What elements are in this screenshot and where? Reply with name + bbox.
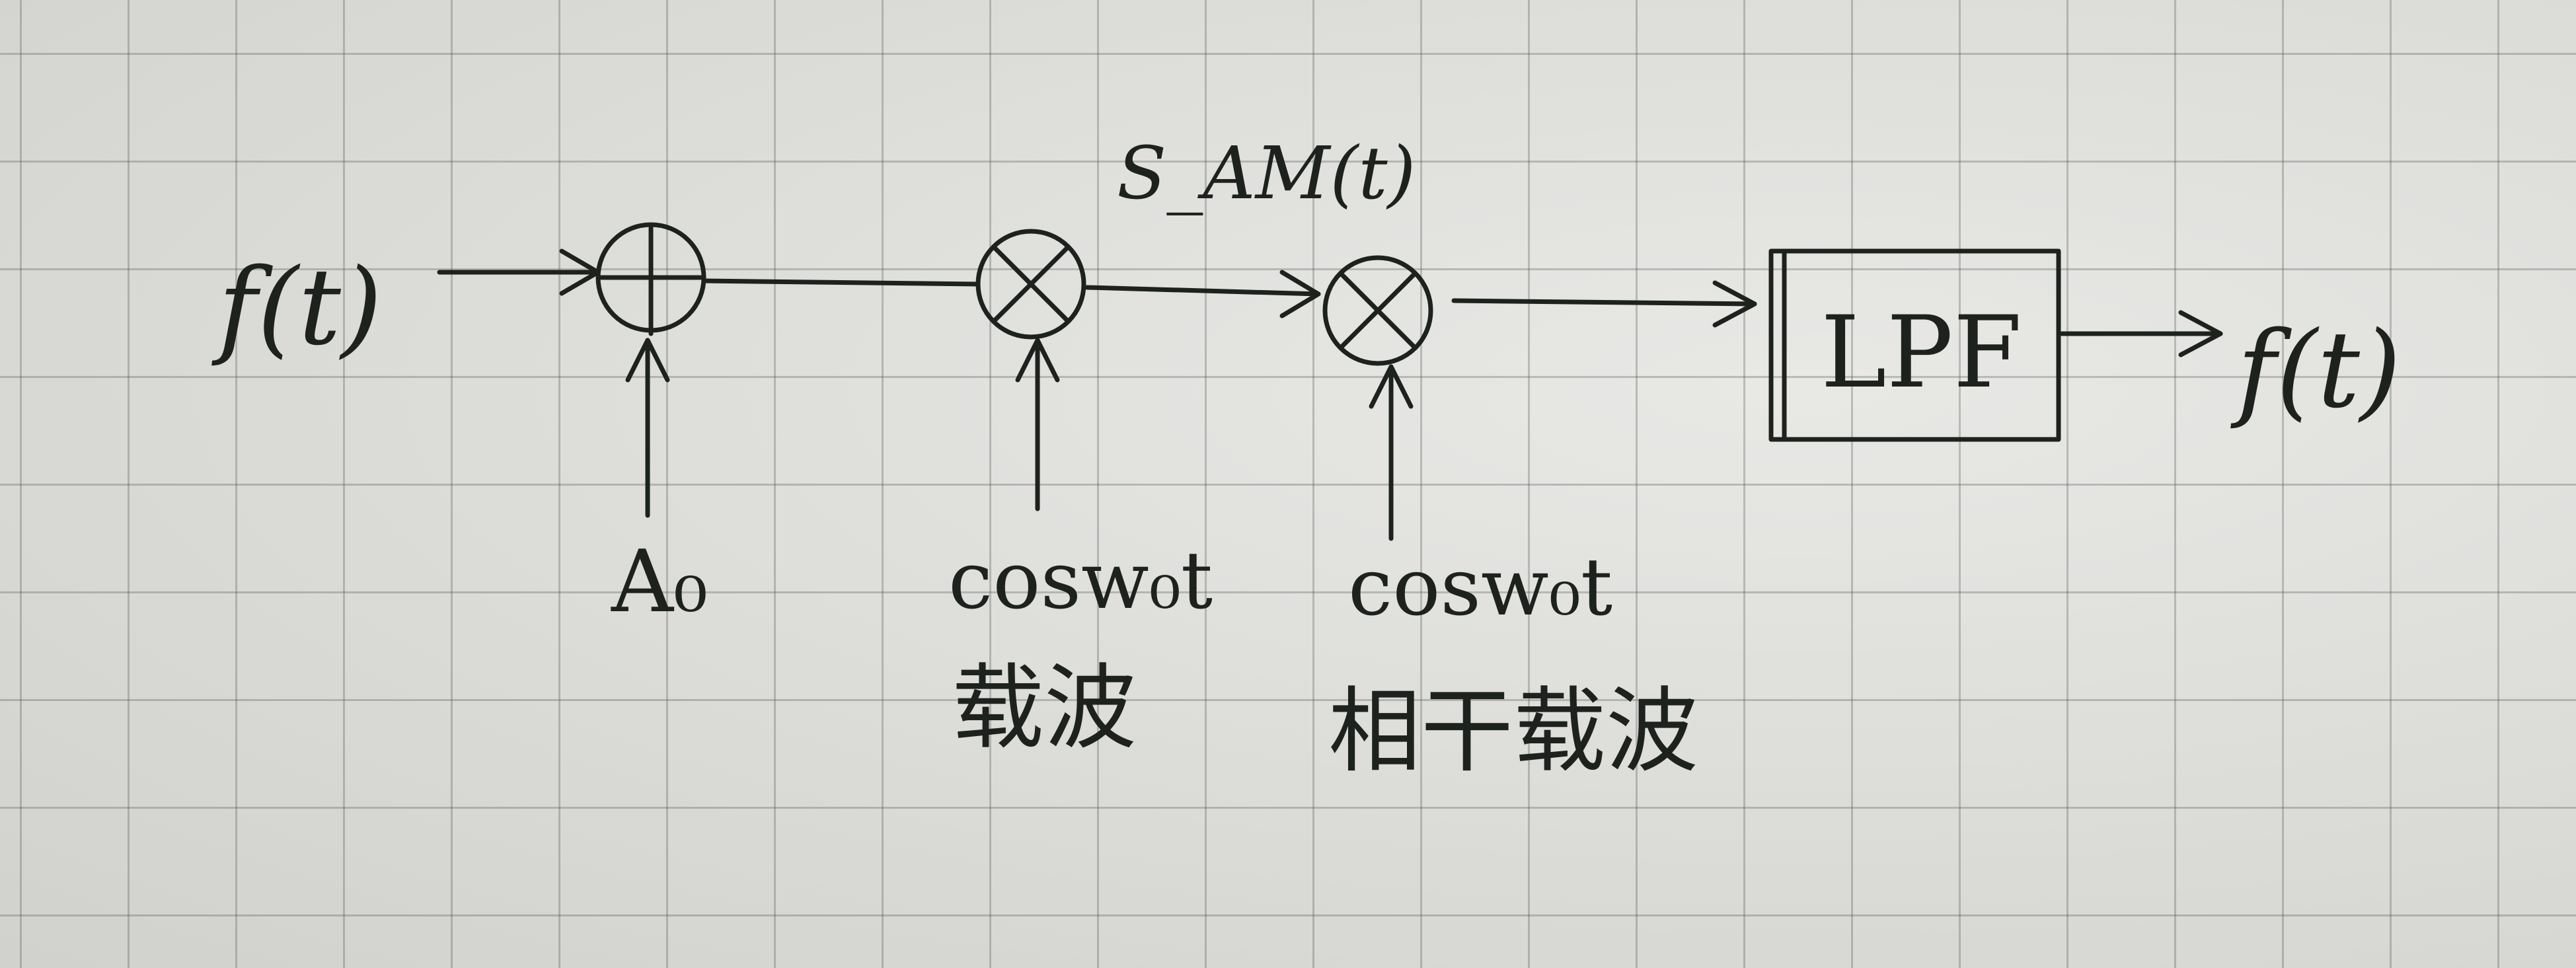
coherent-carrier-expression: cosw₀t bbox=[1348, 542, 1612, 634]
carrier-expression: cosw₀t bbox=[948, 535, 1213, 627]
coherent-carrier-input-arrow bbox=[1369, 364, 1414, 541]
demodulator-multiplier-node bbox=[1322, 255, 1433, 366]
carrier-caption: 载波 bbox=[952, 655, 1137, 763]
am-signal-label: S_AM(t) bbox=[1117, 131, 1416, 215]
dc-input-arrow bbox=[625, 338, 670, 518]
adder-to-modulator-line bbox=[701, 278, 981, 287]
demod-to-lpf-arrow bbox=[1451, 280, 1757, 328]
output-label: f(t) bbox=[2230, 308, 2401, 431]
am-signal-arrow bbox=[1084, 270, 1321, 318]
input-arrow bbox=[437, 248, 601, 296]
coherent-carrier-caption: 相干载波 bbox=[1328, 678, 1698, 786]
adder-node bbox=[595, 222, 706, 336]
modulator-multiplier-node bbox=[975, 229, 1086, 340]
input-label: f(t) bbox=[211, 245, 382, 369]
output-arrow bbox=[2059, 310, 2223, 357]
lpf-block bbox=[1768, 248, 2061, 442]
carrier-input-arrow bbox=[1015, 338, 1060, 511]
dc-label: A₀ bbox=[611, 531, 708, 632]
lpf-label: LPF bbox=[1821, 295, 2022, 410]
